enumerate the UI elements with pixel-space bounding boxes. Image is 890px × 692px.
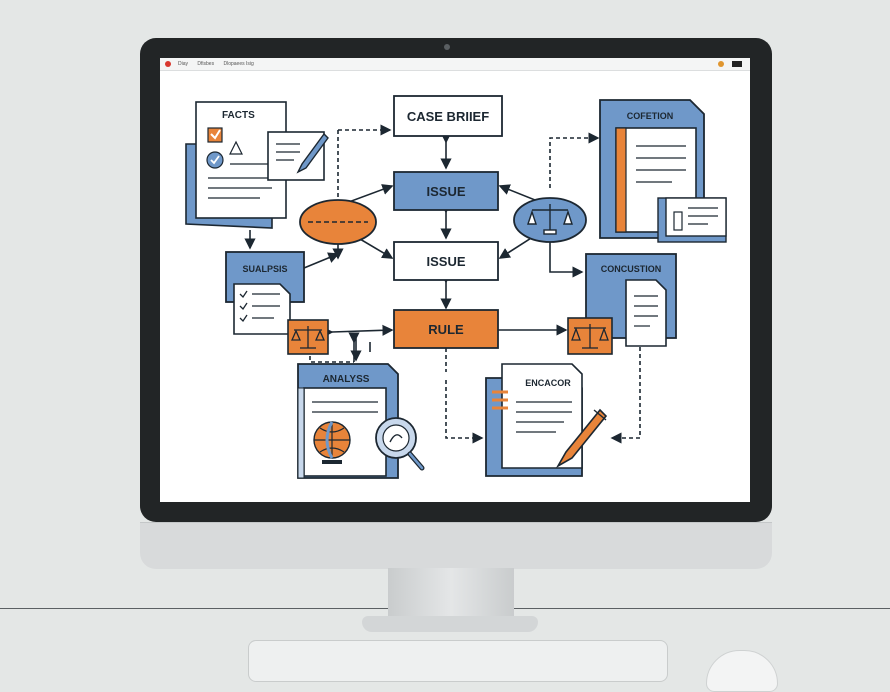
concustion-label: CONCUSTION — [601, 264, 662, 274]
checklist-icon — [239, 290, 280, 323]
rule-node[interactable]: RULE — [393, 309, 499, 349]
notification-icon[interactable] — [718, 61, 724, 67]
scales-icon — [290, 326, 326, 349]
analyss-label: ANALYSS — [323, 374, 370, 385]
issue-mid-node[interactable]: ISSUE — [393, 241, 499, 281]
mouse — [706, 650, 778, 692]
suaipsis-label: SUALPSIS — [242, 264, 287, 274]
form-icon — [657, 197, 727, 243]
keyboard — [248, 640, 668, 682]
scales-left-node[interactable] — [287, 319, 329, 355]
suaipsis-node[interactable]: SUALPSIS — [225, 251, 305, 335]
issue-mid-label: ISSUE — [426, 254, 465, 269]
facts-label: FACTS — [222, 110, 255, 121]
scales-right-node[interactable] — [567, 317, 613, 355]
webcam — [444, 44, 450, 50]
orange-ellipse-node[interactable] — [299, 199, 377, 245]
notepad-icon — [267, 131, 329, 181]
battery-icon — [732, 61, 742, 67]
flowchart: FACTS CASE BRIIEF ISSUE — [185, 95, 727, 479]
case-brief-node[interactable]: CASE BRIIEF — [393, 95, 503, 137]
close-icon[interactable] — [165, 61, 171, 67]
globe-icon — [313, 421, 351, 464]
app-top-bar: Diay Dfisbes Dlopaees Isig — [160, 58, 750, 71]
cofetion-label: COFETION — [627, 111, 674, 121]
magnifier-icon — [375, 417, 425, 471]
scales-icon — [571, 324, 609, 349]
analyss-node[interactable]: ANALYSS — [297, 363, 425, 479]
menu-item-3[interactable]: Dlopaees Isig — [223, 61, 254, 67]
case-brief-label: CASE BRIIEF — [407, 109, 489, 124]
monitor-chin — [140, 522, 772, 569]
document-icon — [625, 279, 667, 347]
menu-item-1[interactable]: Diay — [178, 61, 189, 67]
cofetion-node[interactable]: COFETION — [599, 99, 727, 243]
encacor-label: ENCACOR — [525, 378, 571, 388]
menu-bar: Diay Dfisbes Dlopaees Isig — [178, 61, 262, 67]
pen-icon — [555, 408, 608, 469]
monitor-stand — [388, 568, 514, 618]
monitor-stand-base — [362, 616, 538, 632]
menu-item-2[interactable]: Dfisbes — [197, 61, 215, 67]
facts-node[interactable]: FACTS — [185, 101, 287, 229]
issue-top-node[interactable]: ISSUE — [393, 171, 499, 211]
encacor-node[interactable]: ENCACOR — [485, 363, 608, 477]
scales-icon — [527, 204, 573, 235]
status-area — [718, 60, 746, 68]
screen: Diay Dfisbes Dlopaees Isig — [160, 58, 750, 502]
scales-ellipse-node[interactable] — [513, 197, 587, 243]
issue-top-label: ISSUE — [426, 184, 465, 199]
rule-label: RULE — [428, 322, 464, 337]
